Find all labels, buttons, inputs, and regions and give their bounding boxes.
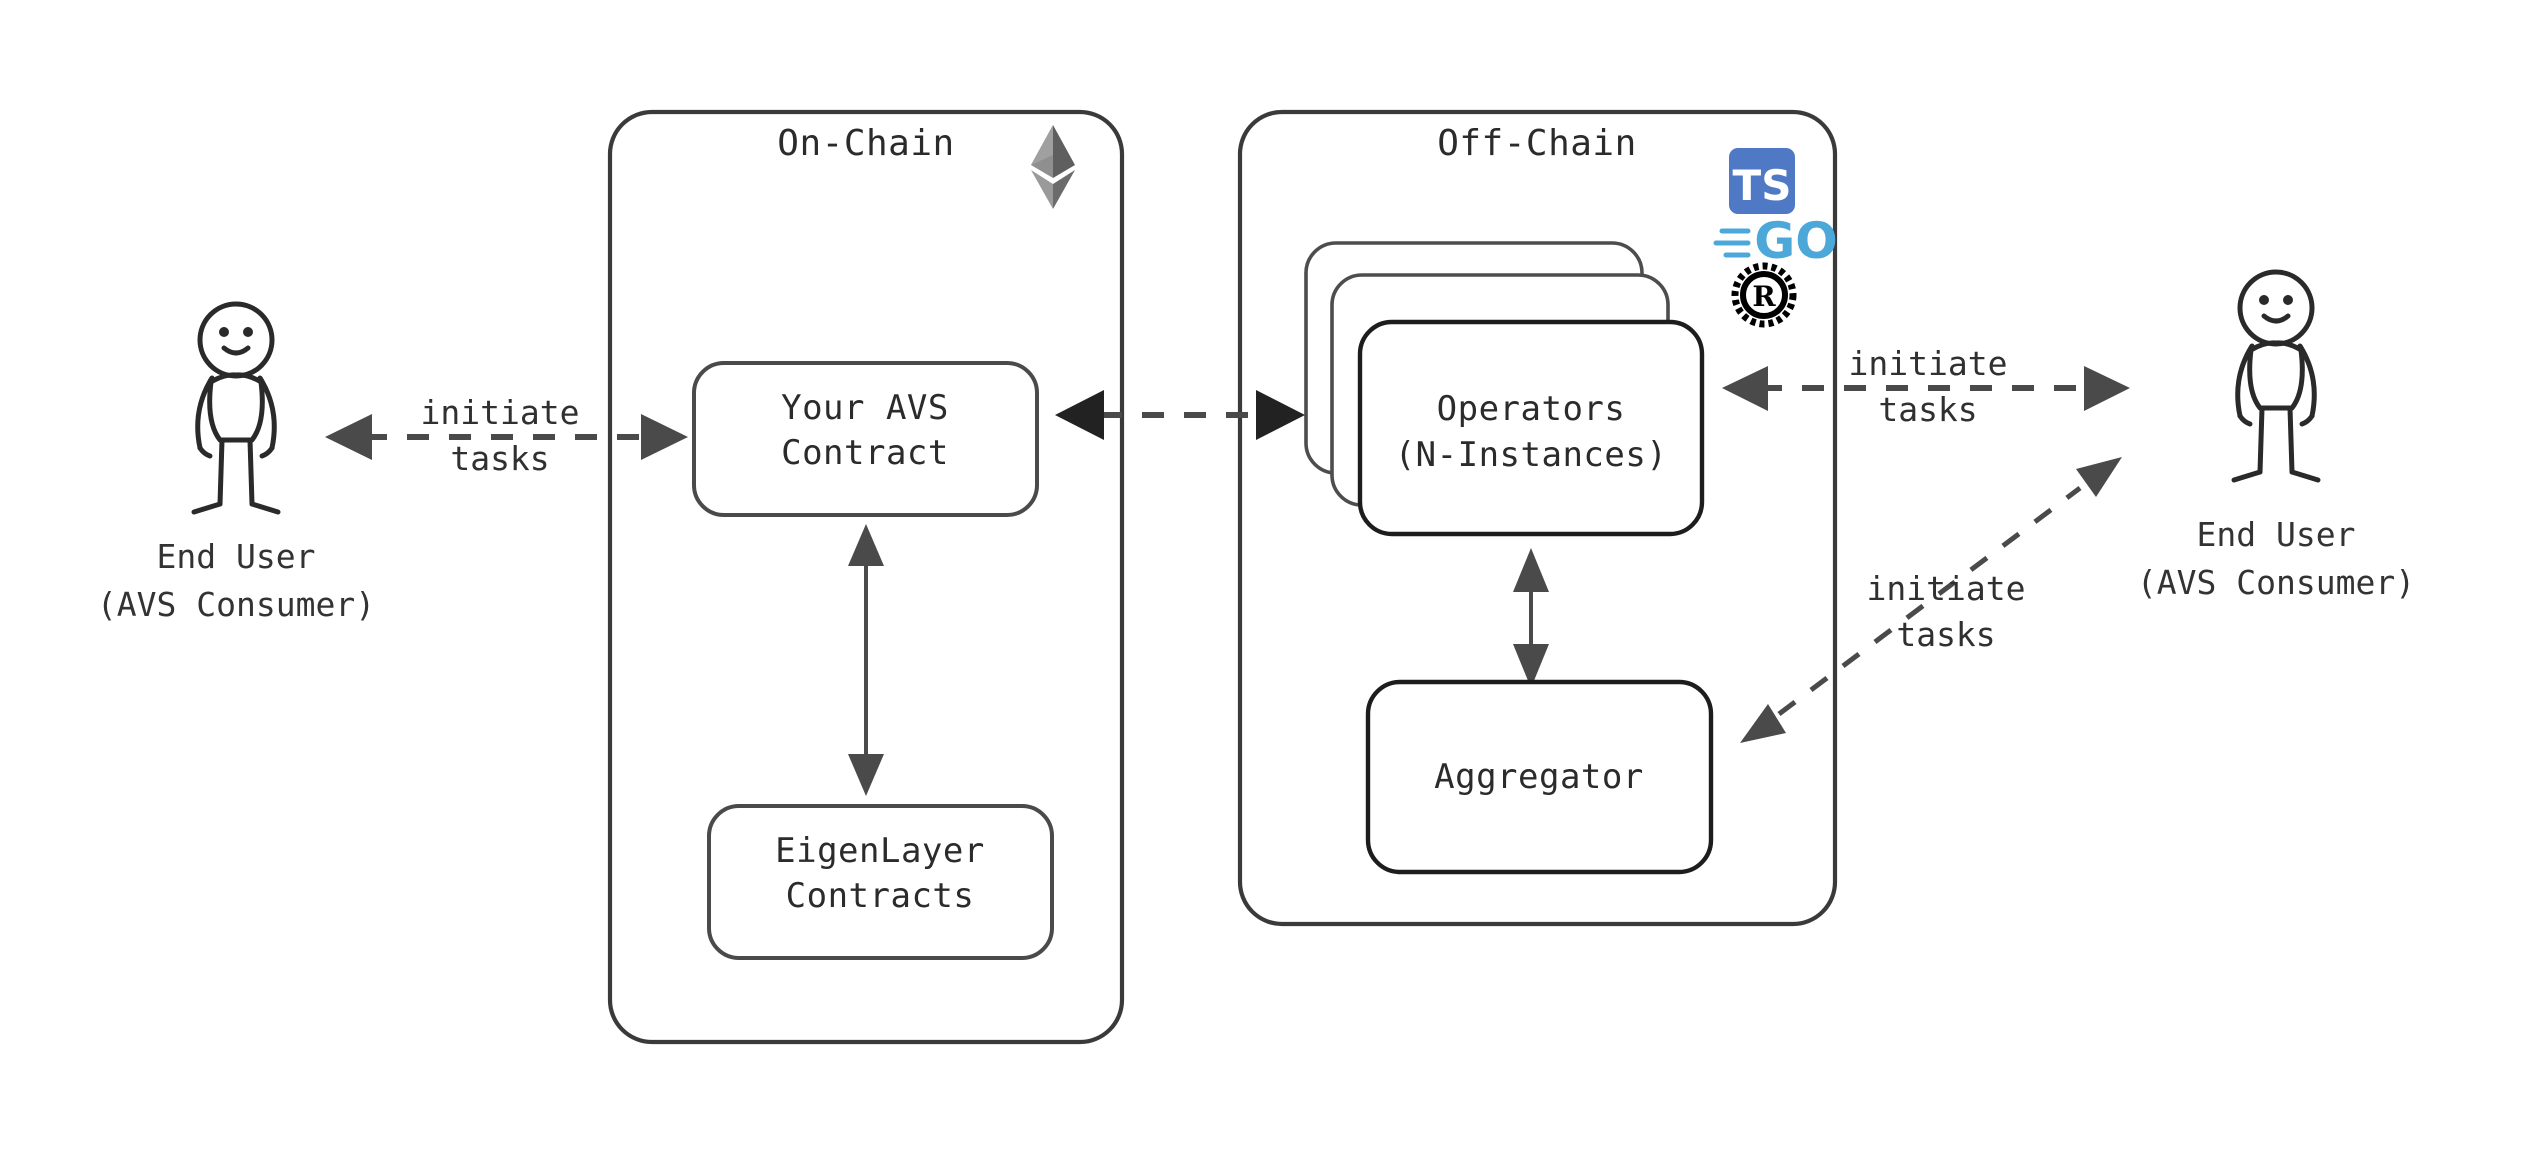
end-user-left-label-line1: End User [157, 537, 316, 576]
rust-icon-text: R [1752, 280, 1776, 313]
eigenlayer-contracts-box [707, 804, 1054, 960]
edge-right-user-to-operators-label-line1: initiate [1849, 344, 2008, 383]
operators-label-line1: Operators [1437, 389, 1626, 429]
edge-operators-to-aggregator [1513, 548, 1549, 688]
edge-right-user-to-aggregator: initiate tasks [1740, 457, 2122, 743]
edge-right-user-to-operators: initiate tasks [1722, 344, 2130, 429]
operators-box [1357, 319, 1705, 537]
edge-avs-to-operators [1055, 390, 1305, 440]
stick-figure-left [191, 301, 281, 515]
eigenlayer-contracts-label-line2: Contracts [786, 876, 975, 916]
stick-figure-right [2231, 269, 2321, 483]
node-aggregator[interactable]: Aggregator [1365, 679, 1714, 875]
edge-left-user-to-avs: initiate tasks [325, 393, 688, 478]
container-on-chain[interactable]: On-Chain Your AVS Contract [607, 109, 1125, 1045]
edge-avs-to-eigenlayer [848, 524, 884, 796]
edge-right-user-to-aggregator-label-line2: tasks [1896, 615, 1995, 654]
actor-end-user-right[interactable]: End User (AVS Consumer) [2137, 269, 2415, 602]
edge-right-user-to-operators-label-line2: tasks [1878, 390, 1977, 429]
node-your-avs-contract[interactable]: Your AVS Contract [692, 361, 1039, 517]
edge-left-user-to-avs-label-line1: initiate [421, 393, 580, 432]
operators-label-line2: (N-Instances) [1395, 435, 1668, 475]
edge-left-user-to-avs-label-line2: tasks [450, 439, 549, 478]
edge-right-user-to-aggregator-label-line1: initiate [1867, 569, 2026, 608]
your-avs-contract-label-line2: Contract [781, 433, 949, 473]
go-icon-text: GO [1754, 212, 1838, 270]
end-user-right-label-line2: (AVS Consumer) [2137, 563, 2415, 602]
node-operators[interactable]: Operators (N-Instances) [1357, 319, 1705, 537]
eigenlayer-contracts-label-line1: EigenLayer [775, 831, 985, 871]
aggregator-label: Aggregator [1434, 757, 1644, 797]
your-avs-contract-label-line1: Your AVS [781, 388, 949, 428]
typescript-icon-text: TS [1733, 161, 1792, 210]
go-icon: GO [1713, 212, 1838, 270]
rust-icon: R [1731, 262, 1797, 328]
end-user-right-label-line1: End User [2197, 515, 2356, 554]
on-chain-title: On-Chain [777, 123, 954, 164]
node-eigenlayer-contracts[interactable]: EigenLayer Contracts [707, 804, 1054, 960]
typescript-icon: TS [1729, 148, 1795, 214]
aggregator-box [1365, 679, 1714, 875]
end-user-left-label-line2: (AVS Consumer) [97, 585, 375, 624]
container-off-chain[interactable]: Off-Chain TS GO R [1237, 109, 1838, 927]
off-chain-title: Off-Chain [1437, 123, 1637, 164]
ethereum-icon [1031, 125, 1075, 209]
your-avs-contract-box [692, 361, 1039, 517]
actor-end-user-left[interactable]: End User (AVS Consumer) [97, 301, 375, 624]
